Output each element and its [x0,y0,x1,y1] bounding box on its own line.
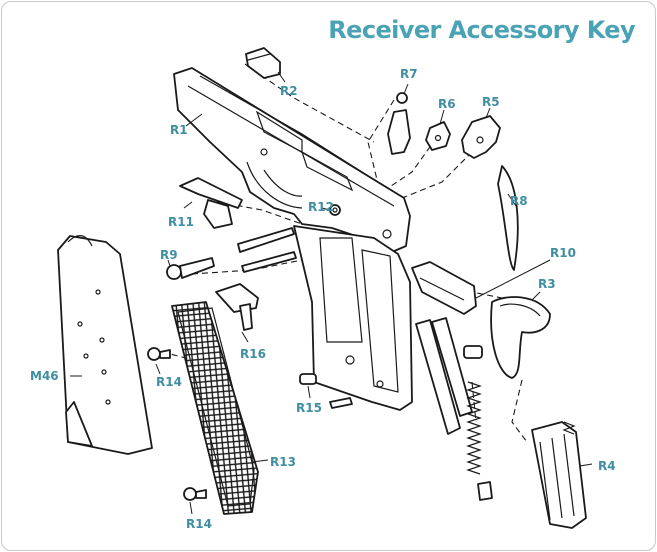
part-r12-pin [329,204,341,216]
part-r14-screw-upper [147,347,171,361]
label-r2: R2 [280,84,298,98]
part-r14-screw-lower [183,487,207,501]
part-m46-magazine [57,235,153,455]
part-r6-sear [425,121,451,151]
part-labels: R1 R2 R3 R4 R5 R6 R7 R8 R9 R10 R11 R12 R… [30,67,616,531]
part-springs-center [415,317,493,501]
label-r4: R4 [598,459,616,473]
label-r14-lower: R14 [186,517,212,531]
part-frame-body [293,225,413,411]
label-m46: M46 [30,369,59,383]
part-r3-grip-safety [490,296,551,379]
label-r10: R10 [550,246,576,260]
part-r5-hammer [461,115,501,159]
part-r2-sight [245,47,281,79]
label-r9: R9 [160,248,178,262]
part-r7-disconnector [387,92,411,155]
label-r14-upper: R14 [156,375,182,389]
part-r10-trigger [411,259,551,315]
label-r6: R6 [438,97,456,111]
label-r1: R1 [170,123,188,137]
part-r15-bushing [299,373,353,409]
diagram-title: Receiver Accessory Key [328,16,635,44]
part-r8-spring [497,165,519,271]
part-r13-grip-panel [171,301,259,515]
part-r16-thumb-safety [215,283,259,331]
part-r1-receiver [173,67,411,253]
leader-arrows [70,71,593,515]
part-r11-spring-guide [179,177,243,229]
label-r5: R5 [482,95,500,109]
label-r15: R15 [296,401,322,415]
label-r8: R8 [510,194,528,208]
label-r16: R16 [240,347,266,361]
label-r7: R7 [400,67,418,81]
label-r13: R13 [270,455,296,469]
label-r3: R3 [538,277,556,291]
part-r9-slide-stop [166,227,297,280]
part-r4-housing [531,421,587,529]
label-r11: R11 [168,215,194,229]
label-r12: R12 [308,200,334,214]
